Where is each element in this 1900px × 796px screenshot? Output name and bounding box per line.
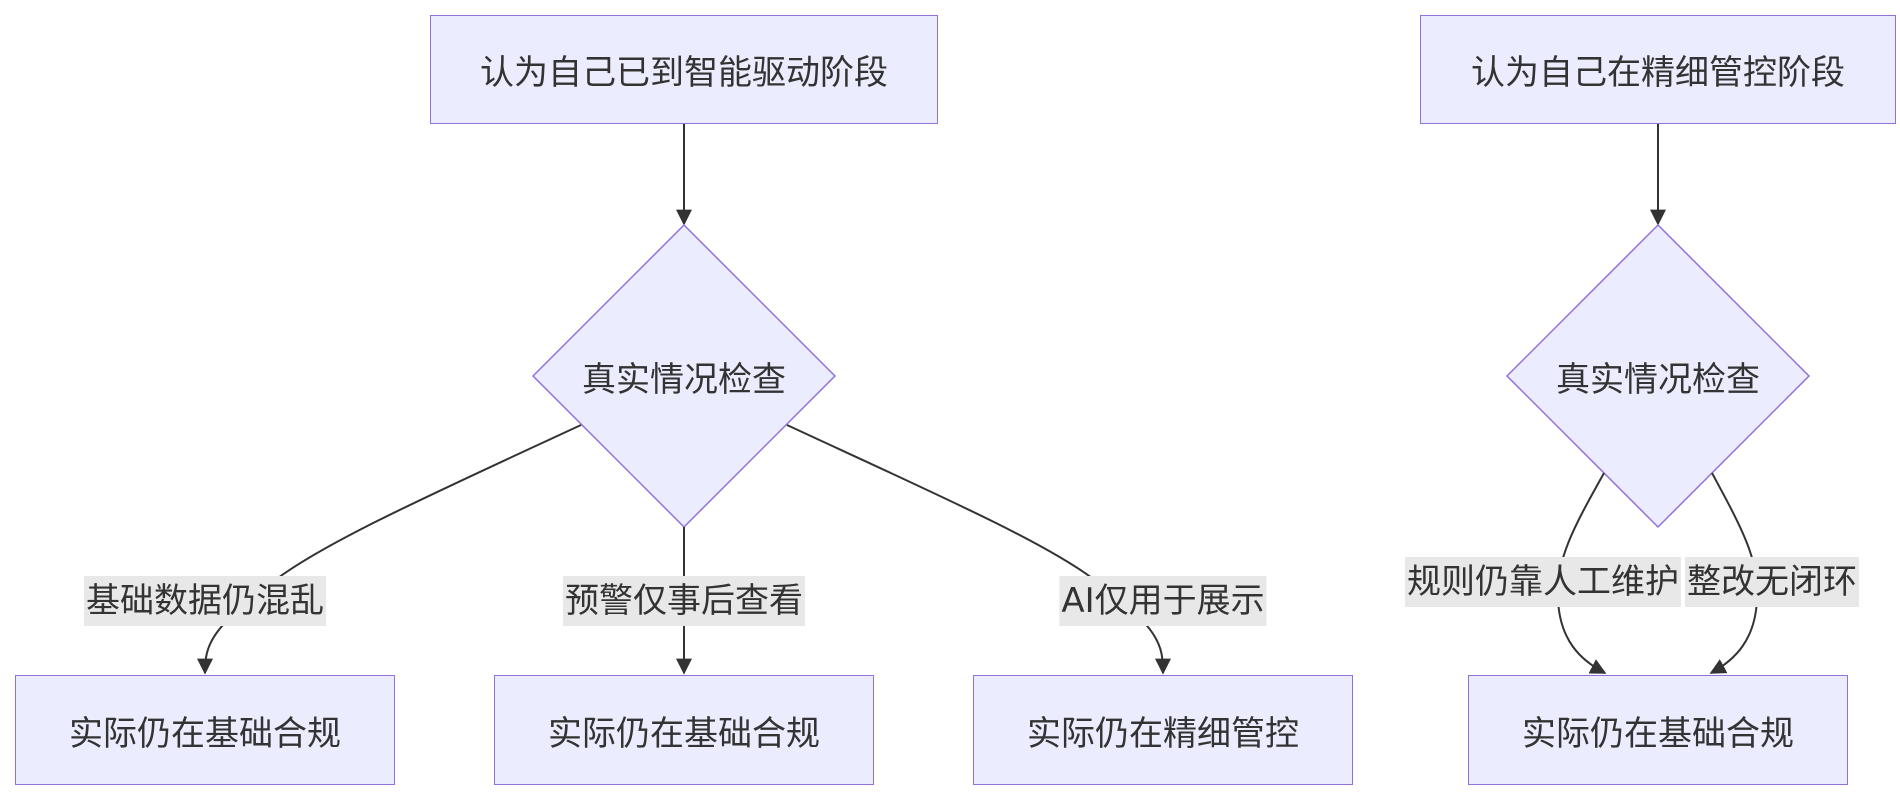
left-edge-label-3: AI仅用于展示 bbox=[1059, 576, 1267, 626]
right-edge-label-b: 整改无闭环 bbox=[1685, 557, 1859, 607]
left-result-label-3: 实际仍在精细管控 bbox=[1027, 713, 1299, 754]
left-result-node-3: 实际仍在精细管控 bbox=[973, 675, 1353, 785]
left-check-label: 真实情况检查 bbox=[534, 336, 834, 416]
edge-left-check-to-result-3 bbox=[786, 424, 1171, 675]
right-check-label: 真实情况检查 bbox=[1508, 336, 1808, 416]
left-start-label: 认为自己已到智能驱动阶段 bbox=[480, 53, 888, 93]
left-result-node-1: 实际仍在基础合规 bbox=[15, 675, 395, 785]
left-start-node: 认为自己已到智能驱动阶段 bbox=[430, 15, 938, 124]
right-start-node: 认为自己在精细管控阶段 bbox=[1420, 15, 1896, 124]
right-edge-label-a: 规则仍靠人工维护 bbox=[1405, 557, 1681, 607]
right-check-diamond bbox=[1505, 223, 1811, 529]
right-start-label: 认为自己在精细管控阶段 bbox=[1471, 53, 1845, 93]
right-check-text: 真实情况检查 bbox=[1556, 359, 1760, 400]
left-result-label-2: 实际仍在基础合规 bbox=[548, 713, 820, 754]
right-result-label: 实际仍在基础合规 bbox=[1522, 713, 1794, 754]
left-edge-label-2: 预警仅事后查看 bbox=[563, 576, 805, 626]
edge-left-check-to-result-1 bbox=[197, 424, 582, 675]
left-check-text: 真实情况检查 bbox=[582, 359, 786, 400]
left-result-label-1: 实际仍在基础合规 bbox=[69, 713, 341, 754]
left-result-node-2: 实际仍在基础合规 bbox=[494, 675, 874, 785]
right-result-node: 实际仍在基础合规 bbox=[1468, 675, 1848, 785]
left-edge-label-1: 基础数据仍混乱 bbox=[84, 576, 326, 626]
